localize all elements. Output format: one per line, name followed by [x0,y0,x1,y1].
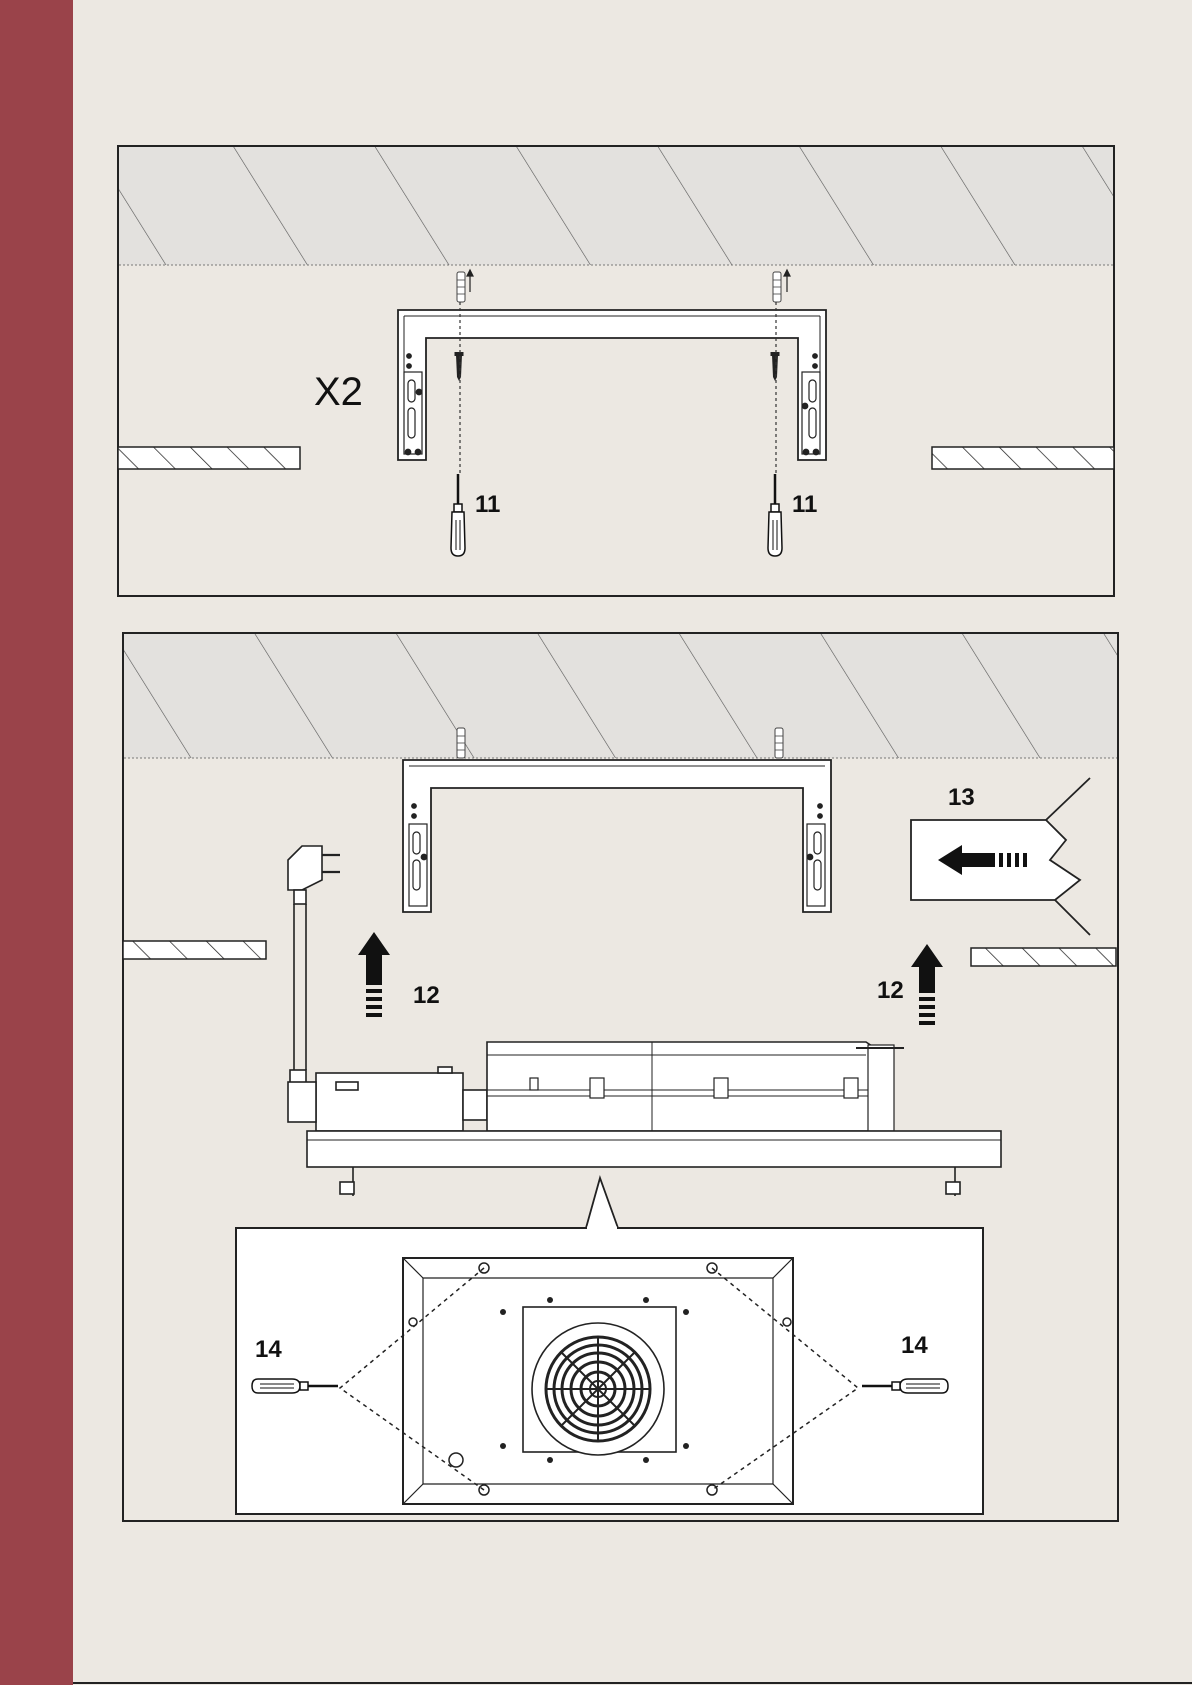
screw-left [455,352,464,381]
arrow-up-icon [467,270,790,292]
top-figure: X2 11 11 [118,146,1114,596]
mounting-bracket [403,760,831,912]
step-13-label: 13 [948,784,975,811]
step-14-label-right: 14 [901,1332,928,1359]
quantity-label: X2 [314,370,363,414]
mounting-bracket [398,310,826,460]
wall-anchor-right [773,272,781,302]
bottom-view-detail [236,1228,983,1514]
plug-icon [288,846,340,1090]
wall-anchor-left [457,272,465,302]
step-12-label-left: 12 [413,982,440,1009]
step-11-label-right: 11 [792,491,817,518]
wall-anchor-right [775,728,783,758]
wall-anchor-left [457,728,465,758]
arrow-up-icon [358,932,390,1017]
slide-direction-panel [911,778,1090,935]
hood-unit [288,1042,1001,1196]
screwdriver-icon [451,474,465,556]
screw-right [771,352,780,381]
step-12-label-right: 12 [877,977,904,1004]
fan-icon [532,1323,664,1455]
step-14-label-left: 14 [255,1336,282,1363]
arrow-up-icon [911,944,943,1025]
screwdriver-icon [768,474,782,556]
page-bottom-rule [73,1682,1192,1684]
step-11-label-left: 11 [475,491,500,518]
bottom-figure: 13 12 12 [123,633,1118,1521]
